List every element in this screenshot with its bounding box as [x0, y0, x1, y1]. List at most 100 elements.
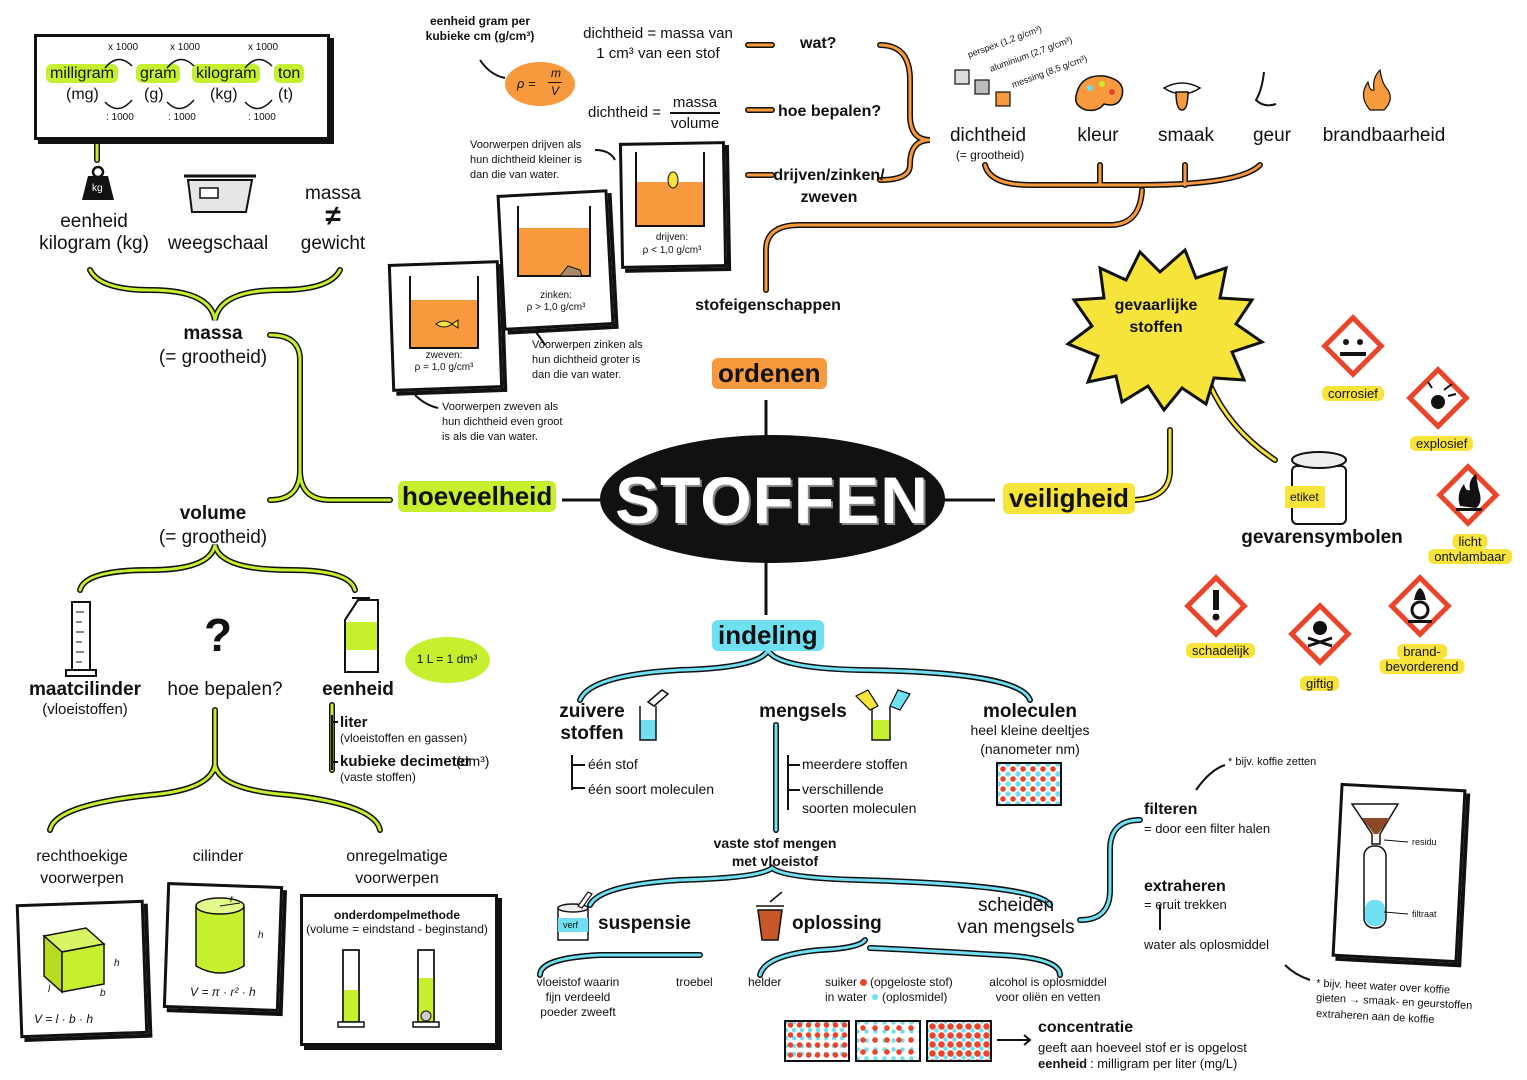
scheiden-1[interactable]: scheiden: [977, 895, 1055, 916]
drijf-note-1: Voorwerpen drijven als: [470, 139, 582, 151]
verf-label: verf: [563, 920, 579, 930]
cyl-h: h: [258, 930, 264, 941]
moleculen-sub-1: heel kleine deeltjes: [970, 722, 1090, 738]
volume-title[interactable]: volume: [179, 503, 247, 524]
prop-kleur: kleur: [1077, 125, 1119, 146]
drijven-q-1: drijven/zinken/: [773, 167, 885, 184]
moleculen-sub-2: (nanometer nm): [980, 741, 1080, 757]
gevarensymbolen-label[interactable]: gevarensymbolen: [1241, 527, 1403, 548]
branch-veiligheid[interactable]: veiligheid: [1003, 483, 1135, 514]
kubieke-unit: (dm³): [456, 753, 490, 769]
eenheid-gram-1: eenheid gram per: [429, 14, 531, 28]
een-stof: één stof: [588, 756, 638, 772]
zuivere-2[interactable]: stoffen: [560, 723, 624, 744]
drijven-q-2: zweven: [800, 189, 858, 206]
question-icon: ?: [203, 609, 233, 661]
zweven-value: ρ = 1,0 g/cm³: [414, 362, 474, 373]
mengsels-label[interactable]: mengsels: [759, 701, 847, 722]
unit-gram: gram: [136, 64, 181, 83]
branch-indeling[interactable]: indeling: [712, 620, 824, 651]
oplossing-label[interactable]: oplossing: [792, 913, 882, 934]
unit-kilogram: kilogram: [192, 64, 261, 83]
concentration-box-1: [784, 1020, 850, 1062]
prop-dichtheid: dichtheid: [949, 125, 1027, 146]
fraction-massa: massa: [672, 94, 718, 111]
fraction-bar: [670, 112, 720, 114]
susp-note-1: vloeistof waarin: [536, 975, 620, 989]
zink-note-2: hun dichtheid groter is: [532, 354, 641, 366]
rechthoekige-1: rechthoekige: [36, 848, 128, 865]
divide-label-3: : 1000: [248, 112, 276, 123]
center-title: STOFFEN: [615, 463, 929, 537]
flammable-icon: [1456, 474, 1482, 511]
zweef-note-2: hun dichtheid even groot: [442, 416, 563, 428]
drijf-note-2: hun dichtheid kleiner is: [470, 154, 582, 166]
filteren-label[interactable]: filteren: [1144, 801, 1198, 818]
unit-abbr-t: (t): [278, 86, 294, 103]
suiker-label: suiker: [825, 975, 858, 989]
een-soort: één soort moleculen: [588, 781, 715, 797]
in-water-sub: (oplosmidel): [882, 990, 948, 1004]
helder-label: helder: [748, 975, 782, 989]
cyl-r: r: [230, 894, 234, 905]
zinken-value: ρ > 1,0 g/cm³: [526, 302, 586, 313]
concentration-box-2: [855, 1020, 921, 1062]
zink-note-3: dan die van water.: [532, 369, 622, 381]
concentration-box-3: [926, 1020, 992, 1062]
zuivere-1[interactable]: zuivere: [559, 701, 625, 722]
troebel-label: troebel: [676, 975, 713, 989]
toxic-icon: [1307, 621, 1333, 648]
formula-bar: [548, 82, 562, 83]
moleculen-label[interactable]: moleculen: [983, 701, 1077, 722]
branch-hoeveelheid[interactable]: hoeveelheid: [398, 481, 557, 512]
residu-label: residu: [1412, 837, 1437, 847]
alcohol-2: voor oliën en vetten: [995, 990, 1101, 1004]
gevaarlijk-2: stoffen: [1129, 319, 1183, 336]
massa-title[interactable]: massa: [183, 323, 243, 344]
kg-badge: kg: [92, 183, 103, 194]
water-dot: [872, 994, 878, 1000]
suiker-dot: [860, 979, 867, 986]
water-oplosmiddel: water als oplosmiddel: [1144, 937, 1270, 952]
filteren-sub: = door een filter halen: [1144, 821, 1271, 836]
times-label-3: x 1000: [248, 42, 279, 53]
times-label-2: x 1000: [170, 42, 201, 53]
concentratie-label[interactable]: concentratie: [1038, 1019, 1134, 1036]
prop-smaak: smaak: [1158, 125, 1214, 146]
extraheren-sub: = eruit trekken: [1144, 897, 1227, 912]
label-ontvlambaar: ontvlambaar: [1428, 549, 1512, 564]
density-def-2: 1 cm³ van een stof: [596, 45, 720, 62]
concentratie-eenheid: : milligram per liter (mg/L): [1090, 1056, 1238, 1071]
susp-note-2: fijn verdeeld: [545, 990, 611, 1004]
unit-abbr-mg: (mg): [66, 86, 99, 103]
box-l: l: [48, 984, 51, 995]
koffie-note: * bijv. koffie zetten: [1228, 756, 1317, 768]
oxidizing-icon: [1408, 588, 1432, 623]
stofeigenschappen-label[interactable]: stofeigenschappen: [695, 297, 841, 314]
extraheren-label[interactable]: extraheren: [1144, 878, 1226, 895]
unit-abbr-g: (g): [144, 86, 164, 103]
liter-label: liter: [340, 714, 368, 731]
onderdompel-title: onderdompelmethode: [333, 908, 461, 922]
label-brand: brand-: [1397, 644, 1447, 659]
cilinder-label: cilinder: [192, 848, 244, 865]
hoe-bepalen-label: hoe bepalen?: [778, 103, 882, 120]
scheiden-2[interactable]: van mengsels: [957, 917, 1075, 938]
concentratie-eenheid-b: eenheid: [1038, 1056, 1088, 1071]
volume-sub: (= grootheid): [158, 527, 268, 548]
dichtheid-eq: dichtheid =: [588, 104, 661, 121]
branch-ordenen[interactable]: ordenen: [712, 358, 827, 389]
suspensie-label[interactable]: suspensie: [598, 913, 691, 934]
